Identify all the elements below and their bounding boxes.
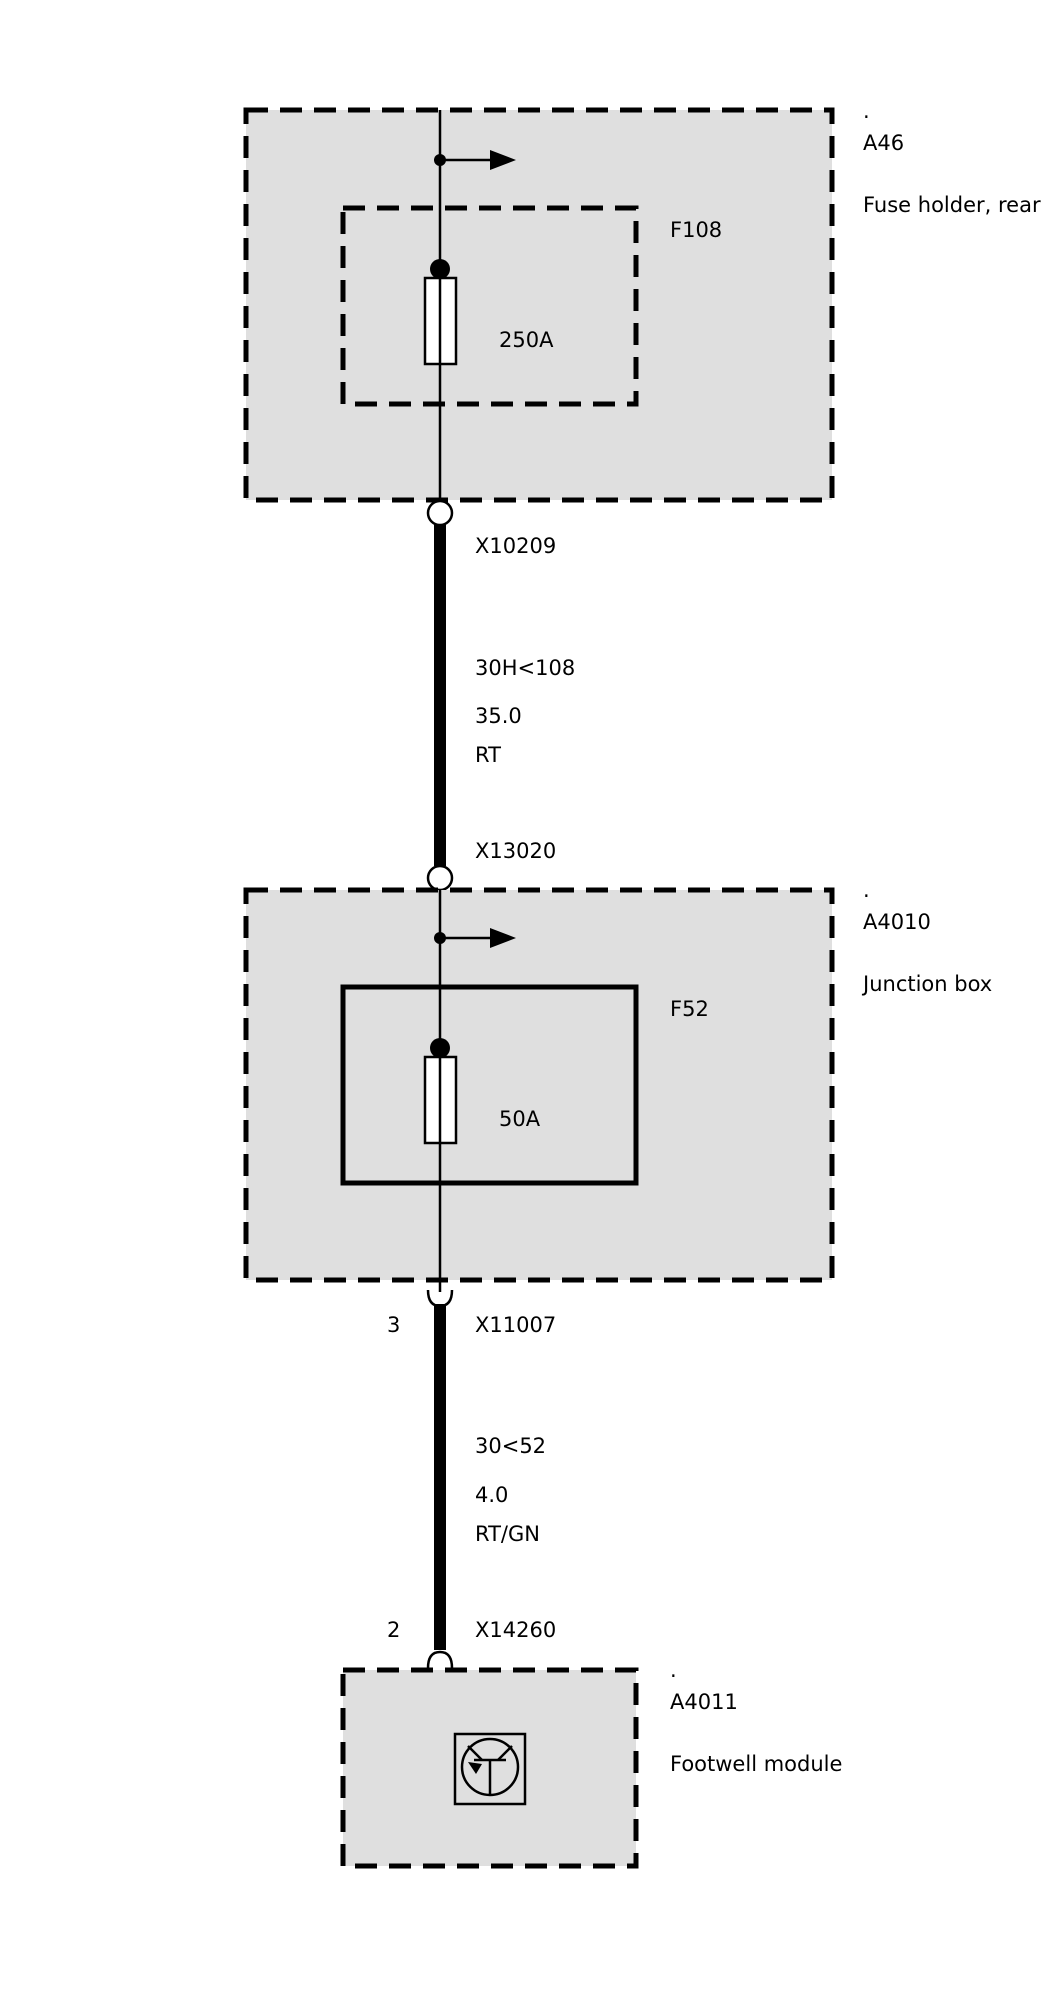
f108-terminal-dot: [430, 259, 450, 279]
a4011-id-label: A4011: [670, 1690, 738, 1714]
f108-fuse-box[interactable]: [340, 205, 639, 407]
a46-dot: .: [863, 99, 870, 123]
wire2-circuit-label: 30<52: [475, 1434, 546, 1458]
a4010-name-label: Junction box: [861, 972, 992, 996]
a46-name-label: Fuse holder, rear: [863, 193, 1041, 217]
connector-x14260-label: X14260: [475, 1618, 556, 1642]
connector-x11007-pin: 3: [387, 1313, 400, 1337]
a4010-junction-dot: [434, 932, 446, 944]
wire1-cross-section-label: 35.0: [475, 704, 522, 728]
connector-x11007-icon[interactable]: [426, 1289, 454, 1308]
a46-junction-dot: [434, 154, 446, 166]
f52-rating-label: 50A: [499, 1107, 541, 1131]
connector-x11007-label: X11007: [475, 1313, 556, 1337]
f108-rating-label: 250A: [499, 328, 554, 352]
a4010-branch-arrow-icon: [490, 928, 516, 948]
a46-component-box[interactable]: [243, 107, 835, 503]
connector-x10209-icon[interactable]: [426, 499, 454, 527]
f52-id-label: F52: [670, 997, 709, 1021]
connector-x13020-icon[interactable]: [426, 864, 454, 892]
f108-id-label: F108: [670, 218, 722, 242]
connector-x13020-label: X13020: [475, 839, 556, 863]
a4011-dot: .: [670, 1658, 677, 1682]
wire2-color-label: RT/GN: [475, 1522, 540, 1546]
a4010-dot: .: [863, 878, 870, 902]
connector-x10209-label: X10209: [475, 534, 556, 558]
a4010-id-label: A4010: [863, 910, 931, 934]
a4011-name-label: Footwell module: [670, 1752, 842, 1776]
wire2-cross-section-label: 4.0: [475, 1483, 508, 1507]
a46-branch-arrow-icon: [490, 150, 516, 170]
wire1-color-label: RT: [475, 743, 501, 767]
f52-fuse-box[interactable]: [340, 984, 639, 1186]
wire1-circuit-label: 30H<108: [475, 656, 575, 680]
connector-x14260-icon[interactable]: [426, 1650, 454, 1669]
a4010-component-box[interactable]: [243, 887, 835, 1283]
transistor-icon: [453, 1732, 527, 1806]
f52-terminal-dot: [430, 1038, 450, 1058]
a46-id-label: A46: [863, 131, 904, 155]
connector-x14260-pin: 2: [387, 1618, 400, 1642]
